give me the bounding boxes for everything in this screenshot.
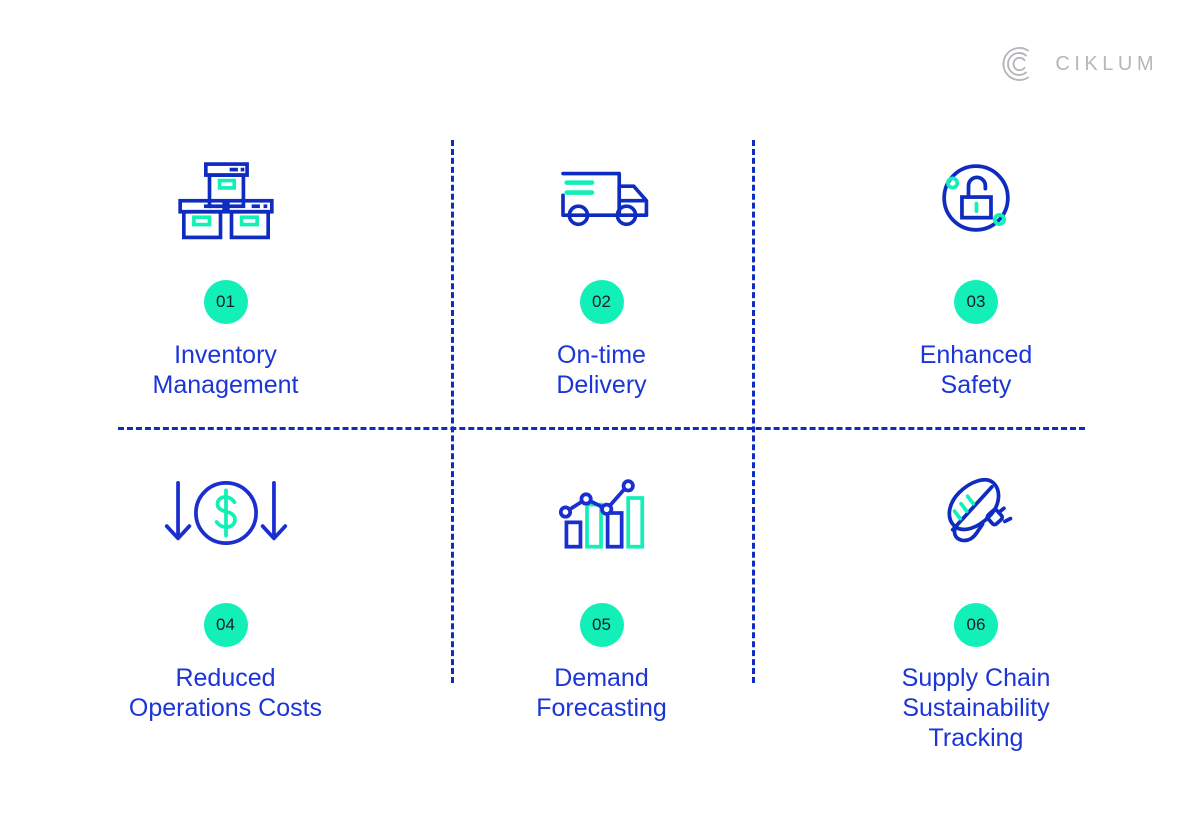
badge-number: 06	[954, 603, 998, 647]
badge-number: 02	[579, 280, 624, 324]
divider-horizontal	[118, 427, 1085, 430]
feature-title: Reduced Operations Costs	[128, 664, 323, 722]
badge-number: 03	[954, 280, 998, 324]
brand-name: CIKLUM	[1055, 52, 1158, 75]
feature-cell-reduced-operations-costs: 04 Reduced Operations Costs	[0, 427, 451, 822]
brand-logo: CIKLUM	[995, 42, 1158, 86]
dollar-down-arrows-icon	[163, 465, 289, 561]
feature-cell-demand-forecasting: 05 Demand Forecasting	[451, 427, 752, 822]
feature-cell-inventory-management: 01 Inventory Management	[0, 0, 451, 427]
feature-cell-supply-chain-sustainability-tracking: 06 Supply Chain Sustainability Tracking	[752, 427, 1200, 822]
delivery-truck-icon	[552, 150, 652, 246]
leaf-plug-icon	[934, 465, 1018, 561]
ciklum-concentric-c-logo-icon	[995, 42, 1039, 86]
stacked-boxes-icon	[171, 150, 281, 246]
divider-vertical-left	[451, 140, 454, 683]
badge-number: 05	[579, 603, 624, 647]
bar-chart-trend-icon	[558, 465, 646, 561]
feature-title: Demand Forecasting	[536, 664, 667, 722]
open-padlock-circle-icon	[932, 150, 1020, 246]
feature-cell-enhanced-safety: 03 Enhanced Safety	[752, 0, 1200, 427]
feature-title: Enhanced Safety	[919, 341, 1033, 399]
feature-title: Inventory Management	[152, 341, 299, 399]
divider-vertical-right	[752, 140, 755, 683]
feature-title: Supply Chain Sustainability Tracking	[901, 664, 1051, 752]
feature-title: On-time Delivery	[556, 341, 647, 399]
badge-number: 04	[203, 603, 248, 647]
badge-number: 01	[203, 280, 248, 324]
feature-cell-on-time-delivery: 02 On-time Delivery	[451, 0, 752, 427]
